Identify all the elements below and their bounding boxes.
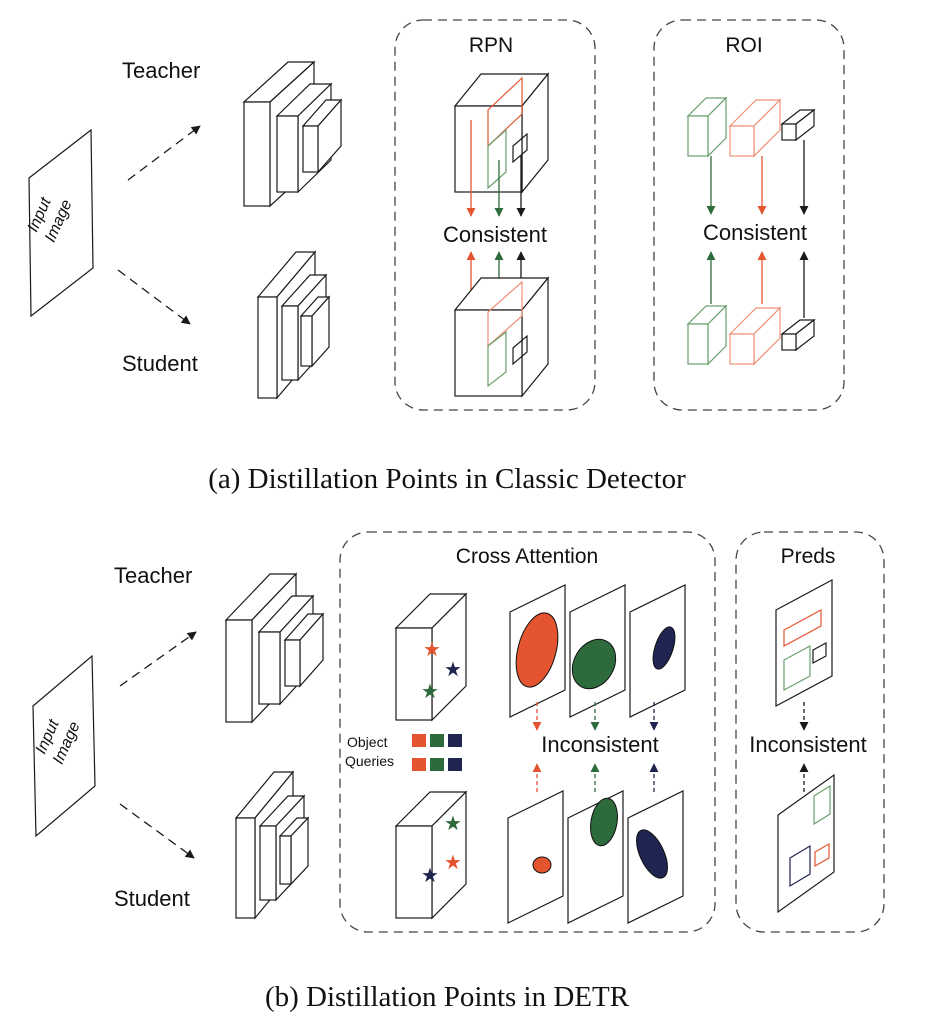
preds-status: Inconsistent <box>749 732 866 757</box>
student-attention-map-green <box>567 790 624 924</box>
preds-title: Preds <box>781 545 836 568</box>
object-queries-row-2 <box>412 758 462 771</box>
teacher-label-a: Teacher <box>122 58 200 83</box>
rpn-box: RPN Consistent <box>394 19 596 411</box>
roi-title: ROI <box>725 34 762 57</box>
arrow-to-student-a <box>117 269 191 325</box>
student-attention-map-orange <box>507 790 564 924</box>
star-icon: ★ <box>444 811 462 835</box>
rpn-teacher-feature-map <box>453 72 550 194</box>
teacher-attention-map-navy <box>629 584 686 718</box>
rpn-student-feature-map <box>453 276 550 398</box>
student-label-b: Student <box>114 886 190 911</box>
star-icon: ★ <box>444 850 462 874</box>
queries-label-line1: Object <box>347 734 388 750</box>
arrow-to-teacher-a <box>127 125 201 181</box>
queries-label-line2: Queries <box>345 753 394 769</box>
teacher-query-map: ★ ★ ★ <box>394 592 468 722</box>
student-query-map: ★ ★ ★ <box>394 790 468 920</box>
student-backbone-b <box>234 770 310 920</box>
student-preds-map <box>777 773 835 914</box>
rpn-title: RPN <box>469 34 513 57</box>
arrow-to-teacher-b <box>119 631 197 687</box>
input-image-card-a: Input Image <box>25 128 94 318</box>
teacher-backbone-b <box>224 572 325 724</box>
teacher-preds-map <box>775 578 833 708</box>
star-icon: ★ <box>421 863 439 887</box>
rpn-status: Consistent <box>443 222 547 247</box>
roi-student-features <box>686 304 816 366</box>
teacher-attention-map-orange <box>509 584 566 718</box>
roi-box: ROI Consistent <box>653 19 845 411</box>
arrow-to-student-b <box>119 803 195 859</box>
object-queries-row-1 <box>412 734 462 747</box>
roi-teacher-features <box>686 96 816 158</box>
student-backbone-a <box>256 250 331 400</box>
star-icon: ★ <box>423 637 441 661</box>
student-label-a: Student <box>122 351 198 376</box>
student-attention-map-navy <box>627 790 684 924</box>
attention-status: Inconsistent <box>541 732 658 757</box>
star-icon: ★ <box>444 657 462 681</box>
teacher-attention-map-green <box>569 584 626 718</box>
panel-a: Input Image Teacher Student <box>25 19 845 495</box>
caption-b: (b) Distillation Points in DETR <box>265 981 630 1013</box>
teacher-label-b: Teacher <box>114 563 192 588</box>
panel-b: Input Image Teacher Student <box>32 531 885 1013</box>
teacher-backbone-a <box>242 60 343 208</box>
star-icon: ★ <box>421 679 439 703</box>
caption-a: (a) Distillation Points in Classic Detec… <box>208 463 686 495</box>
input-image-card-b: Input Image <box>32 654 96 838</box>
cross-attention-box: Cross Attention ★ ★ ★ Object Queries <box>339 531 716 933</box>
preds-box: Preds Inconsistent <box>735 531 885 933</box>
roi-status: Consistent <box>703 220 807 245</box>
cross-attention-title: Cross Attention <box>456 545 598 568</box>
